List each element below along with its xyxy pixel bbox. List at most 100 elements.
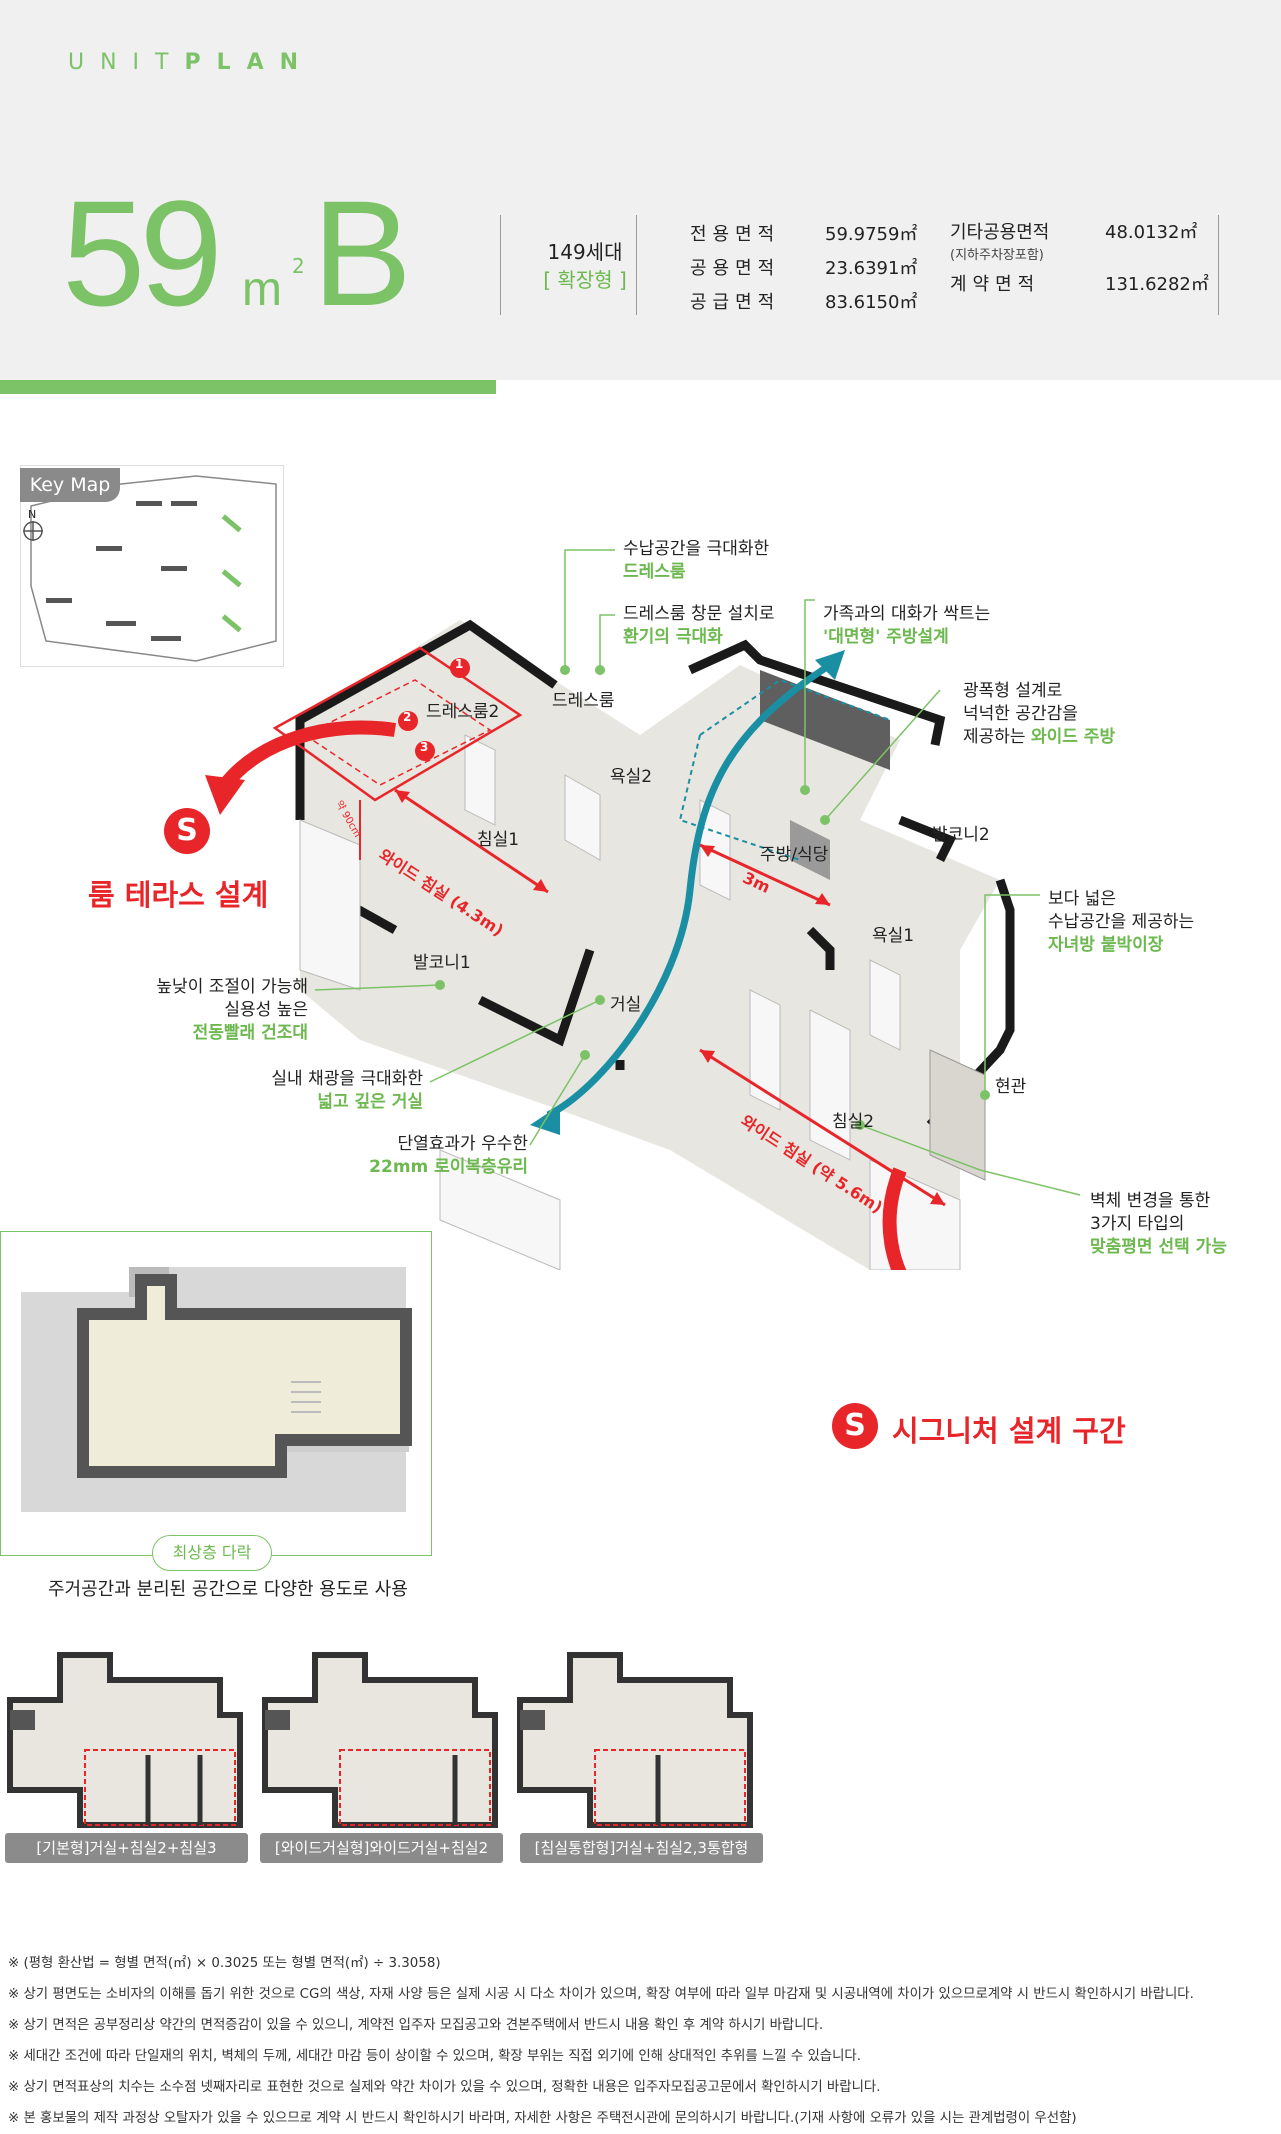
note-line: ※ 상기 평면도는 소비자의 이해를 돕기 위한 것으로 CG의 색상, 자재 …: [8, 1987, 1194, 2002]
note-line: ※ 세대간 조건에 따라 단일재의 위치, 벽체의 두께, 세대간 마감 등이 …: [8, 2049, 861, 2064]
callout-text: 실용성 높은: [224, 1000, 308, 1020]
attic-description: 주거공간과 분리된 공간으로 다양한 용도로 사용: [48, 1579, 408, 1600]
callout-text: 높낮이 조절이 가능해: [156, 977, 308, 997]
callout-text: 드레스룸 창문 설치로: [623, 604, 775, 624]
area-sub-label: (지하주차장포함): [950, 248, 1044, 263]
signature-badge: S: [164, 808, 210, 854]
area-label: 공용면적: [690, 258, 781, 279]
callout-text: 수납공간을 제공하는: [1048, 912, 1195, 932]
callout-highlight: 맞춤평면 선택 가능: [1090, 1237, 1227, 1257]
callout-highlight: 넓고 깊은 거실: [317, 1092, 423, 1112]
signature-zone-title: 시그니처 설계 구간: [892, 1414, 1126, 1448]
callout-family: 가족과의 대화가 싹트는 '대면형' 주방설계: [823, 603, 990, 649]
header-panel: [0, 0, 1281, 380]
number-badge: [450, 658, 470, 678]
attic-label: 최상층 다락: [152, 1535, 272, 1571]
callout-living: 실내 채광을 극대화한 넓고 깊은 거실: [218, 1068, 423, 1114]
option-plans: [7, 1652, 753, 1828]
dim-arrow-56: [699, 1048, 946, 1207]
divider: [636, 215, 637, 315]
arrowhead: [815, 893, 830, 905]
signature-arrow: [882, 1167, 907, 1270]
room-kitchen: 주방/식당: [760, 845, 829, 865]
callout-text: 넉넉한 공간감을: [963, 704, 1078, 724]
callout-highlight: 환기의 극대화: [623, 627, 723, 647]
key-map-graphic: [30, 475, 277, 662]
callout-highlight: 자녀방 붙박이장: [1048, 935, 1164, 955]
callout-text: 가족과의 대화가 싹트는: [823, 604, 991, 624]
face-to-face-zone: [678, 734, 801, 861]
callout-text: 보다 넓은: [1048, 889, 1116, 909]
arrowhead: [930, 1192, 945, 1205]
north-label: N: [28, 508, 37, 521]
floor-plan-illustration: [205, 549, 1081, 1270]
flow-arrow: [546, 662, 832, 1119]
room-bed1: 침실1: [477, 830, 520, 850]
callout-kitchen: 광폭형 설계로 넉넉한 공간감을 제공하는 와이드 주방: [963, 680, 1115, 749]
callout-laundry: 높낮이 조절이 가능해 실용성 높은 전동빨래 건조대: [110, 976, 308, 1045]
household-count: 149세대: [547, 240, 623, 264]
disclaimer-notes: ※ (평형 환산법 = 형별 면적(㎡) × 0.3025 또는 형별 면적(㎡…: [8, 1948, 1278, 2134]
callout-highlight: 드레스룸: [623, 562, 686, 582]
number-badge: [398, 711, 418, 731]
arrowhead: [533, 879, 548, 892]
area-row: 전용면적 59.9759㎡: [690, 218, 945, 252]
callout-highlight: 와이드 주방: [1030, 727, 1116, 747]
face-to-face-zone: [699, 678, 891, 736]
callout-highlight: 전동빨래 건조대: [192, 1023, 308, 1043]
room-entrance: 현관: [995, 1077, 1027, 1097]
callout-dress-window: 드레스룸 창문 설치로 환기의 극대화: [623, 603, 775, 649]
room-bath2: 욕실2: [610, 767, 653, 787]
area-row: 공용면적 23.6391㎡: [690, 252, 945, 286]
callout-text: 광폭형 설계로: [963, 681, 1063, 701]
dim-arrow-43: [394, 788, 549, 894]
household-info: 149세대 [ 확장형 ]: [535, 238, 635, 294]
room-living: 거실: [610, 995, 642, 1015]
room-terrace-arrow: [219, 720, 397, 790]
area-label: 공급면적: [690, 292, 781, 313]
number-label: 1: [455, 657, 464, 671]
compass-icon: [23, 521, 43, 541]
arrowhead: [700, 1050, 715, 1063]
option-label-wide-living: [와이드거실형]와이드거실+침실2: [260, 1833, 503, 1863]
number-label: 2: [403, 710, 412, 724]
unit-plan-title: UNITPLAN: [68, 50, 314, 75]
expansion-type: [ 확장형 ]: [543, 268, 627, 292]
built-in-wardrobe: [929, 1049, 986, 1181]
option-plan-basic: [7, 1652, 243, 1828]
room-terrace-arrowhead: [205, 775, 245, 815]
room-bed2: 침실2: [832, 1112, 875, 1132]
number-badge: [415, 741, 435, 761]
type-unit: m: [242, 263, 282, 316]
partitions: [299, 734, 961, 1270]
leader-lines: [314, 549, 1081, 1196]
room-terrace-outline: [272, 646, 523, 802]
callout-storage: 수납공간을 극대화한 드레스룸: [623, 538, 769, 584]
callout-text: 벽체 변경을 통한: [1090, 1191, 1211, 1211]
leader-dots: [435, 665, 990, 1130]
room-dress2: 드레스룸2: [426, 702, 500, 722]
kitchen-island: [790, 820, 830, 880]
callout-glass: 단열효과가 우수한 22mm 로이복층유리: [318, 1133, 528, 1179]
flow-arrowhead: [815, 650, 845, 680]
area-value: 23.6391㎡: [825, 258, 918, 279]
room-balcony2: 발코니2: [932, 825, 990, 845]
callout-text: 3가지 타입의: [1090, 1214, 1185, 1234]
area-value: 48.0132㎡: [1105, 222, 1198, 243]
unit-plan-bold: PLAN: [184, 50, 315, 75]
callout-highlight: 22mm 로이복층유리: [369, 1157, 528, 1177]
dim-arrow-3: [699, 843, 831, 907]
callout-kids: 보다 넓은 수납공간을 제공하는 자녀방 붙박이장: [1048, 888, 1194, 957]
option-label-basic: [기본형]거실+침실2+침실3: [5, 1833, 248, 1863]
room-bath1: 욕실1: [872, 926, 915, 946]
option-plan-wide-living: [262, 1652, 498, 1828]
callout-text: 제공하는: [963, 727, 1031, 747]
key-map: [20, 465, 284, 667]
area-value: 59.9759㎡: [825, 224, 918, 245]
area-label: 전용면적: [690, 224, 781, 245]
note-line: ※ 상기 면적은 공부정리상 약간의 면적증감이 있을 수 있으니, 계약전 입…: [8, 2018, 824, 2033]
